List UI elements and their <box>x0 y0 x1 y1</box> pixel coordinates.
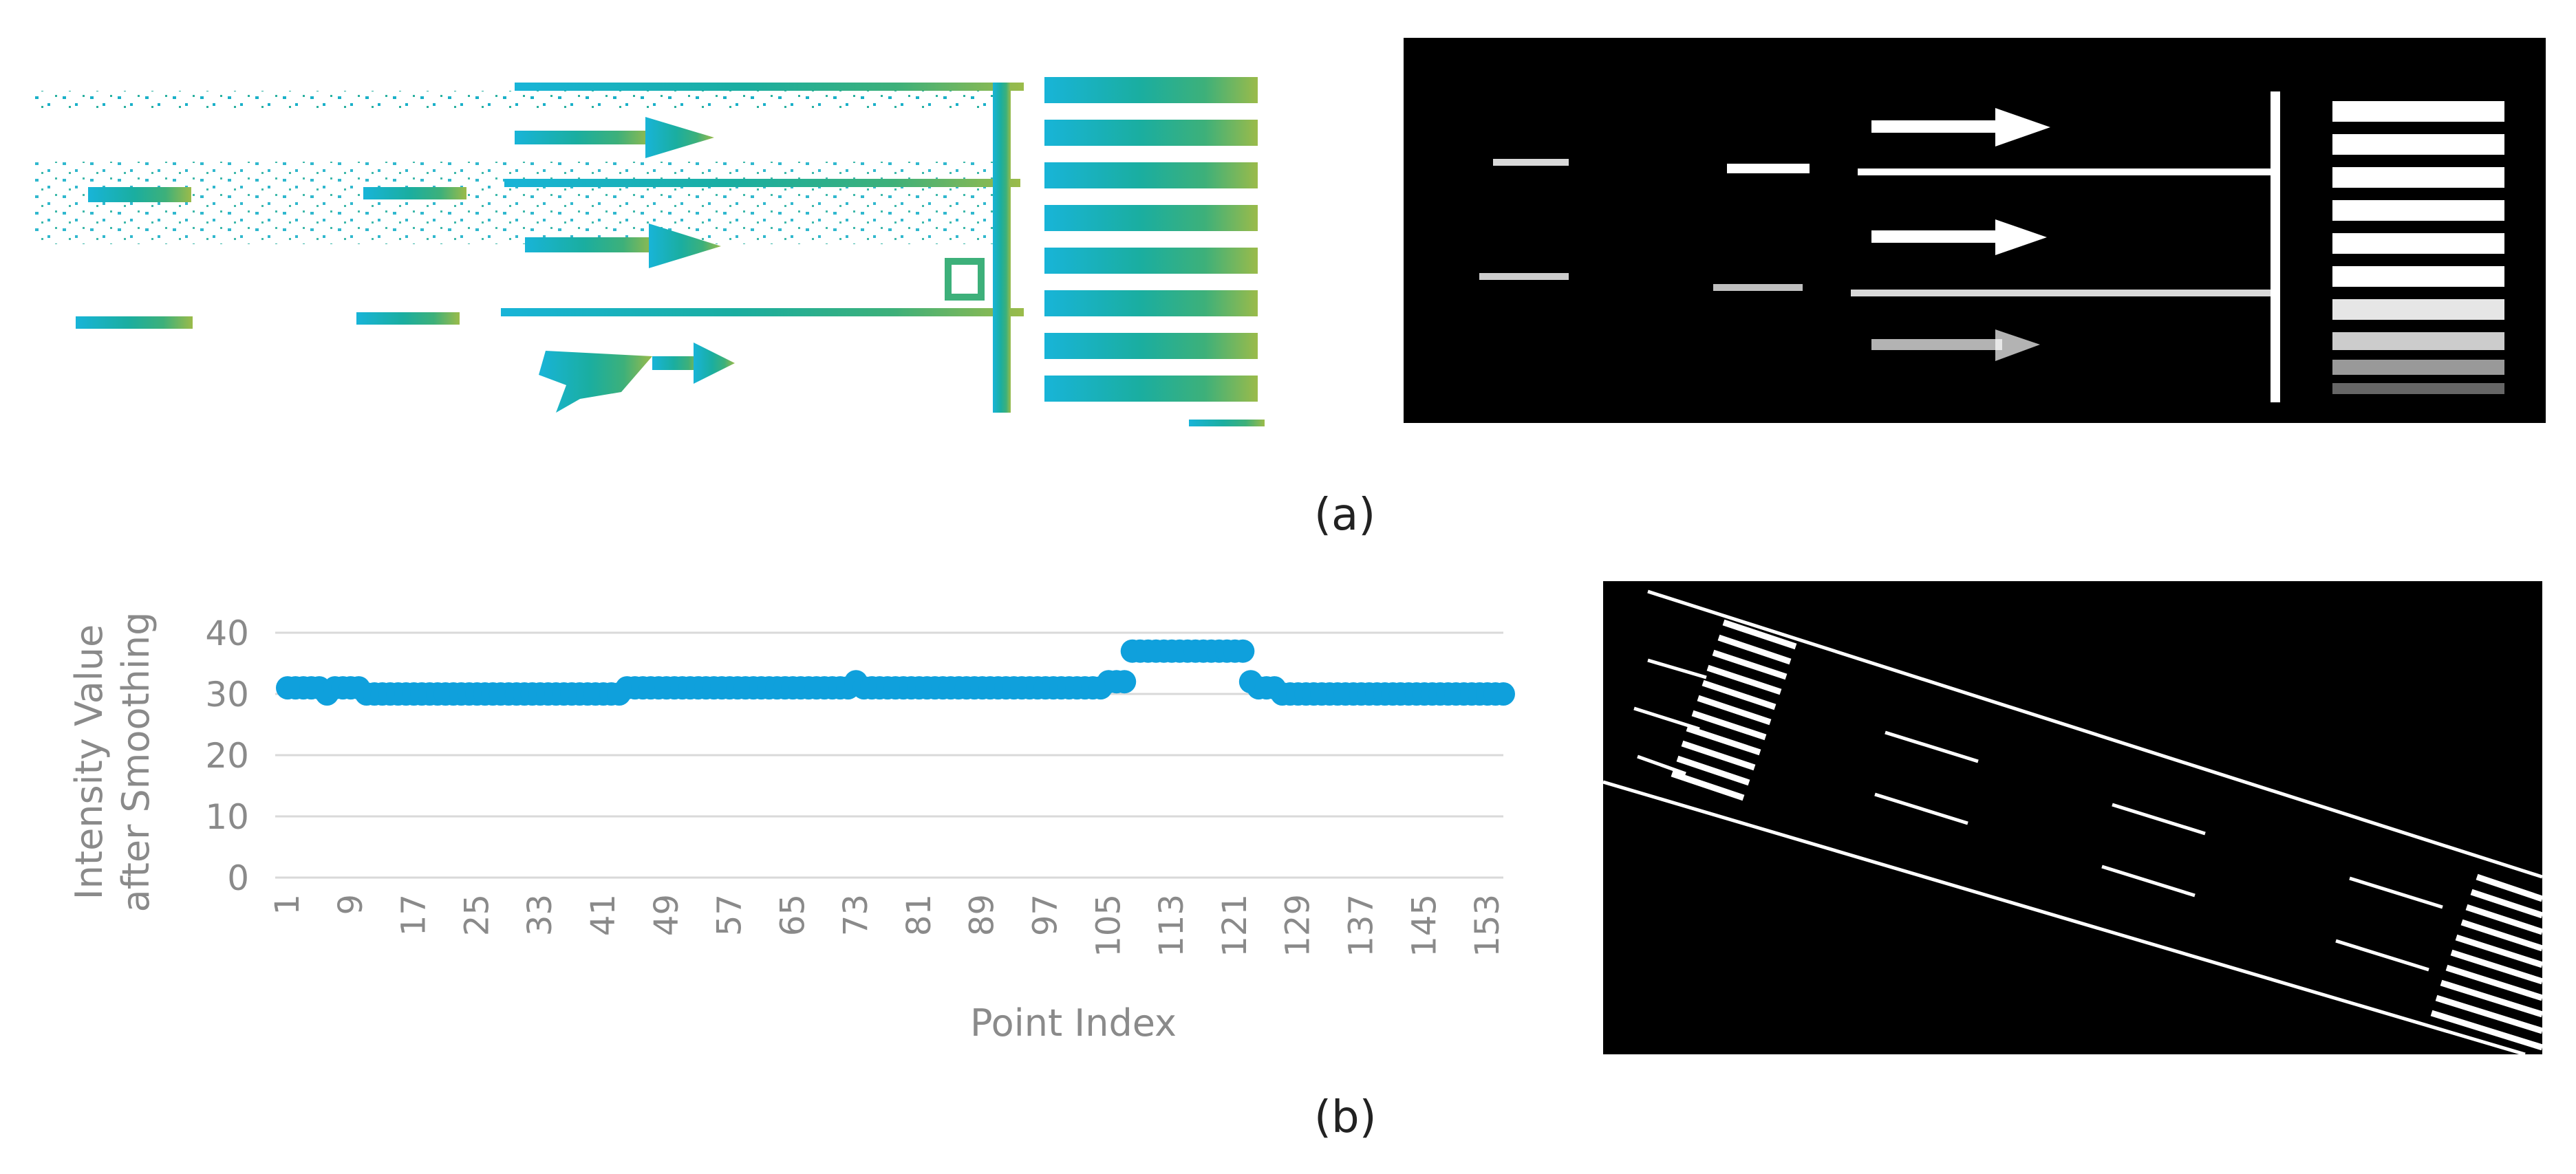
intensity-image-panel <box>1404 38 2546 423</box>
y-tick-label: 40 <box>205 613 249 653</box>
x-tick-label: 153 <box>1468 894 1507 957</box>
x-tick-label: 33 <box>521 894 559 936</box>
chart-svg: 0 10 20 30 40 1 9 17 25 33 41 49 57 65 73 81 89 97 105 113… <box>67 612 1515 1045</box>
point-cloud-image <box>33 28 1295 433</box>
extracted-markings-panel <box>1602 581 2544 1056</box>
x-tick-label: 65 <box>773 894 812 936</box>
panel-label-b: (b) <box>1314 1092 1377 1143</box>
x-tick-label: 17 <box>395 894 433 936</box>
extracted-markings-image <box>1602 589 2544 1056</box>
x-tick-label: 137 <box>1342 894 1380 957</box>
gridlines <box>275 631 1503 879</box>
panel-label-a: (a) <box>1314 490 1376 541</box>
x-tick-label: 41 <box>584 894 623 936</box>
x-tick-label: 97 <box>1027 894 1065 936</box>
y-axis-label-line2: after Smoothing <box>114 612 158 913</box>
data-point <box>1492 682 1515 706</box>
x-tick-label: 81 <box>900 894 938 936</box>
x-tick-label: 49 <box>647 894 686 936</box>
x-tick-label: 73 <box>837 894 875 936</box>
data-points <box>276 639 1515 706</box>
x-tick-label: 105 <box>1089 894 1128 957</box>
x-tick-label: 57 <box>711 894 749 936</box>
x-axis-label: Point Index <box>970 1001 1177 1045</box>
y-tick-label: 20 <box>205 736 249 776</box>
x-tick-label: 129 <box>1279 894 1318 957</box>
intensity-chart: 0 10 20 30 40 1 9 17 25 33 41 49 57 65 73 81 89 97 105 113… <box>0 571 1527 1066</box>
x-tick-label: 121 <box>1216 894 1254 957</box>
x-tick-labels: 1 9 17 25 33 41 49 57 65 73 81 89 97 105 113 121 129 137 1… <box>268 894 1507 957</box>
x-tick-label: 9 <box>332 894 370 915</box>
x-tick-label: 25 <box>458 894 496 936</box>
y-tick-label: 0 <box>227 858 249 898</box>
data-point <box>1113 670 1137 694</box>
x-tick-label: 1 <box>268 894 307 915</box>
x-tick-label: 145 <box>1405 894 1443 957</box>
y-tick-label: 10 <box>205 797 249 837</box>
y-axis-label-line1: Intensity Value <box>67 624 111 900</box>
intensity-image <box>1479 91 2504 402</box>
data-point <box>1231 639 1255 663</box>
x-tick-label: 113 <box>1152 894 1191 957</box>
y-tick-labels: 0 10 20 30 40 <box>205 613 249 898</box>
x-tick-label: 89 <box>963 894 1002 936</box>
y-tick-label: 30 <box>205 675 249 715</box>
point-cloud-panel <box>33 28 1295 433</box>
